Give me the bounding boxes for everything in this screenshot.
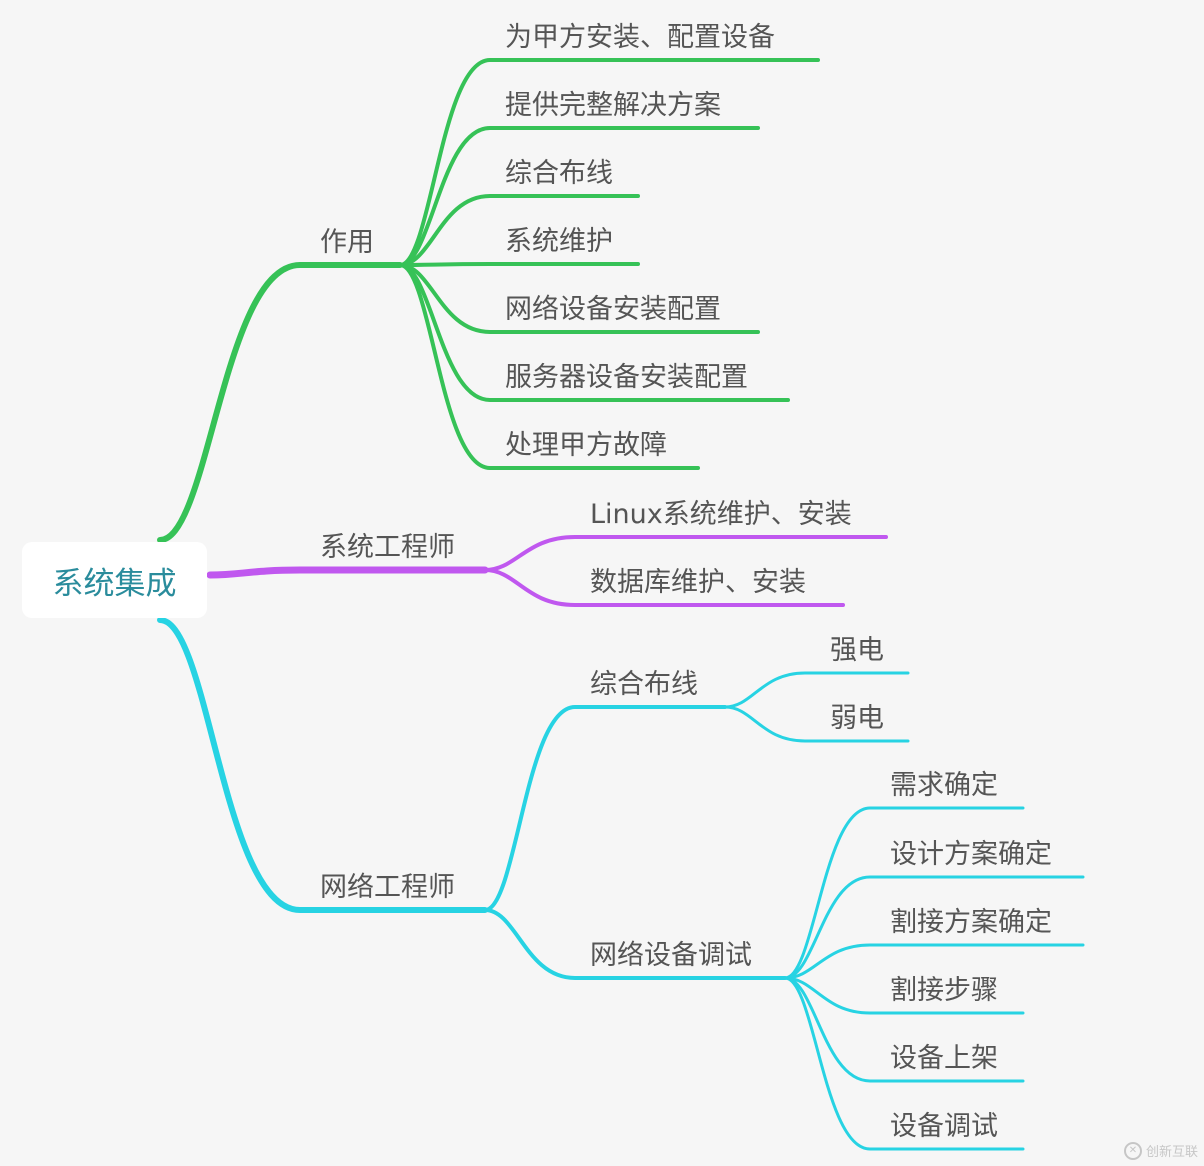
node-usage-child[interactable]: 提供完整解决方案 [505,90,721,121]
node-usage-child[interactable]: 综合布线 [505,158,613,189]
watermark-logo-icon: ✕ [1123,1141,1142,1160]
node-sys-child[interactable]: 数据库维护、安装 [590,567,806,598]
node-sys-engineer[interactable]: 系统工程师 [320,532,455,563]
usage-child-edge [398,194,640,267]
root-node-label: 系统集成 [52,565,177,602]
cabling-child-edge [723,705,910,743]
sys-child-edge [483,568,845,607]
node-usage-child[interactable]: 网络设备安装配置 [505,294,721,325]
sys-child-edge [483,535,888,572]
node-cabling-child[interactable]: 强电 [830,635,884,666]
watermark-text: 创新互联 [1145,1145,1198,1160]
node-usage-child[interactable]: 服务器设备安装配置 [505,362,748,393]
node-debug[interactable]: 网络设备调试 [590,940,752,971]
debug-child-edge [783,976,1025,1151]
node-debug-child[interactable]: 割接方案确定 [890,907,1052,938]
node-debug-child[interactable]: 割接步骤 [890,975,998,1006]
usage-child-edge [398,58,820,267]
debug-child-edge [783,875,1085,980]
net-engineer-edge [157,617,488,913]
node-usage-child[interactable]: 系统维护 [505,226,613,257]
node-cabling-child[interactable]: 弱电 [830,703,884,734]
usage-child-edge [398,262,640,267]
usage-child-edge [398,126,760,267]
watermark: ✕创新互联 [1123,1141,1198,1160]
root-node[interactable]: 系统集成 [22,542,207,618]
debug-child-edge [783,976,1025,1083]
debug-child-edge [783,976,1025,1015]
usage-edge [157,262,403,543]
cabling-edge [483,705,727,912]
node-debug-child[interactable]: 设备上架 [890,1043,998,1074]
node-cabling[interactable]: 综合布线 [590,669,698,700]
node-usage[interactable]: 作用 [320,227,374,258]
debug-edge [483,908,787,980]
node-debug-child[interactable]: 需求确定 [890,770,998,801]
debug-child-edge [783,943,1085,980]
debug-child-edge [783,806,1025,980]
node-sys-child[interactable]: Linux系统维护、安装 [590,499,852,530]
usage-child-edge [398,263,700,470]
node-usage-child[interactable]: 处理甲方故障 [505,430,667,461]
sys-engineer-edge [206,566,489,579]
usage-child-edge [398,263,760,334]
node-debug-child[interactable]: 设备调试 [890,1111,998,1142]
node-debug-child[interactable]: 设计方案确定 [890,839,1052,870]
node-net-engineer[interactable]: 网络工程师 [320,872,455,903]
node-usage-child[interactable]: 为甲方安装、配置设备 [505,22,775,53]
cabling-child-edge [723,671,910,709]
